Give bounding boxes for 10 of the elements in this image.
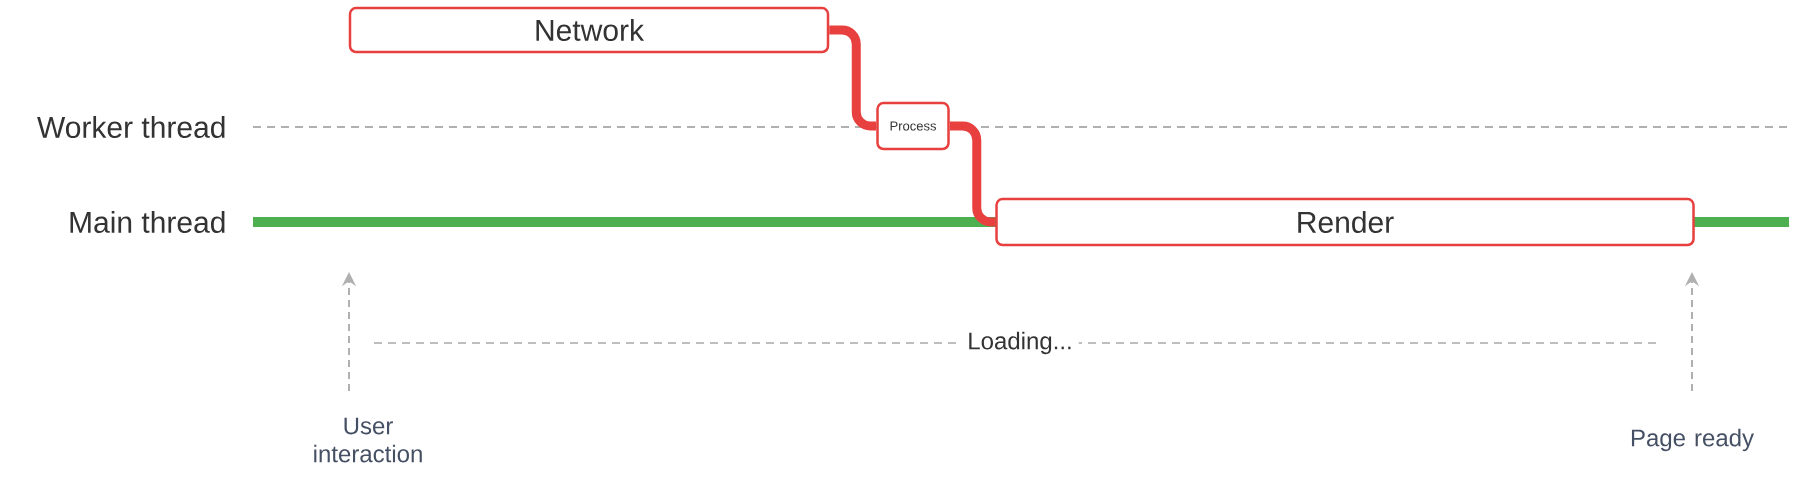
lane-label: Main thread	[70, 211, 225, 234]
lane-label: Worker thread	[37, 116, 225, 138]
event-label: Page ready	[1631, 428, 1754, 452]
connector	[829, 25, 877, 131]
process-box: Render	[995, 197, 1695, 247]
process-box: Process	[876, 101, 950, 151]
connector	[949, 121, 996, 227]
event-label: User interaction	[314, 417, 422, 463]
process-box: Network	[348, 6, 830, 54]
dimension-label: Loading...	[961, 325, 1079, 361]
